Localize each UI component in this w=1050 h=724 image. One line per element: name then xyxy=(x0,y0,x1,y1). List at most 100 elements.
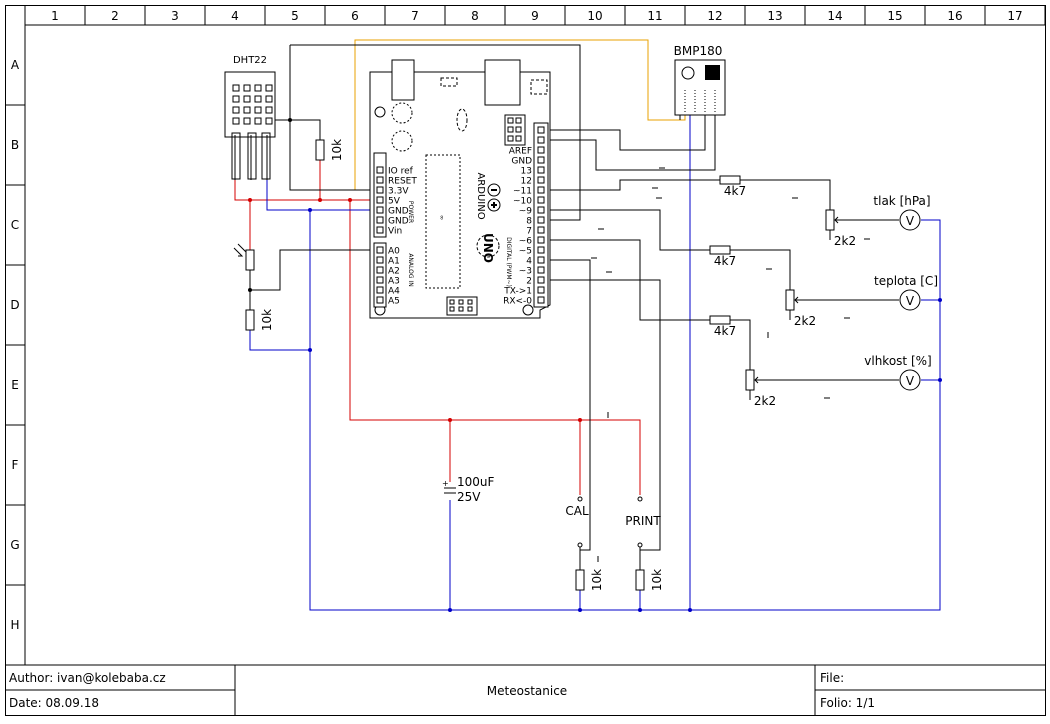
pin-label: ~10 xyxy=(513,197,532,207)
header-pin xyxy=(537,266,545,274)
header-pin xyxy=(537,256,545,264)
pin-label: GND xyxy=(388,217,409,227)
icsp2-pin xyxy=(467,306,473,312)
dht22-label: DHT22 xyxy=(233,55,267,66)
header-pin xyxy=(537,156,545,164)
resistor-dht-value: 10k xyxy=(330,139,344,161)
svg-text:2k2: 2k2 xyxy=(834,234,856,248)
pin-label: ~5 xyxy=(519,247,532,257)
wire-gnd-meters xyxy=(921,299,940,381)
outer-frame xyxy=(5,5,1046,716)
column-label: 3 xyxy=(171,9,179,23)
pin-label: GND xyxy=(511,157,532,167)
button-cal-label: CAL xyxy=(565,504,589,518)
icsp-pin xyxy=(515,126,522,133)
wire-gnd-dht xyxy=(266,160,378,211)
column-label: 11 xyxy=(647,9,662,23)
pin-label: RESET xyxy=(388,177,417,187)
row-label: F xyxy=(12,458,19,472)
wire-d6-pot xyxy=(730,319,751,370)
pin-label: ~3 xyxy=(519,267,532,277)
column-label: 9 xyxy=(531,9,539,23)
wire-d9 xyxy=(548,209,710,251)
pin-label: A3 xyxy=(388,277,400,287)
resistor-cal: 10k xyxy=(575,569,604,591)
wire-pot-ends xyxy=(749,230,831,400)
header-pin xyxy=(537,276,545,284)
header-pin xyxy=(537,216,545,224)
header-pin xyxy=(537,196,545,204)
wire-sda xyxy=(354,39,686,190)
column-label: 12 xyxy=(707,9,722,23)
icsp2-pin xyxy=(458,306,464,312)
dht22-vent xyxy=(254,117,262,125)
dht22-vent xyxy=(243,84,251,92)
pin-label: A0 xyxy=(388,247,400,257)
header-pin xyxy=(537,296,545,304)
row-label: E xyxy=(11,378,19,392)
svg-text:2k2: 2k2 xyxy=(794,314,816,328)
svg-text:4k7: 4k7 xyxy=(714,254,736,268)
resistor-dht-pullup: 10k xyxy=(315,139,344,161)
column-label: 16 xyxy=(947,9,962,23)
header-pin xyxy=(537,126,545,134)
voltmeter-2: V teplota [C] xyxy=(874,274,938,311)
pin-label: ~11 xyxy=(513,187,532,197)
column-label: 2 xyxy=(111,9,119,23)
dht22-vent xyxy=(232,95,240,103)
icsp2-pin xyxy=(458,299,464,305)
row-label: C xyxy=(11,218,19,232)
junction-dots xyxy=(248,118,942,612)
icsp-pin xyxy=(507,126,514,133)
pin-label: A1 xyxy=(388,257,400,267)
column-label: 13 xyxy=(767,9,782,23)
column-label: 15 xyxy=(887,9,902,23)
resistor-4k7-2: 4k7 xyxy=(709,245,736,268)
header-pin xyxy=(537,246,545,254)
pin-label: Vin xyxy=(388,227,402,237)
capacitor-value: 100uF xyxy=(457,475,495,489)
digital-header-label: DIGITAL (PWM~) xyxy=(505,237,512,287)
icsp2-pin xyxy=(467,299,473,305)
dht22-vent xyxy=(265,95,273,103)
wire-buttons-r xyxy=(579,545,641,570)
header-pin xyxy=(537,166,545,174)
dht22-vent xyxy=(243,106,251,114)
header-pin xyxy=(537,206,545,214)
potentiometer-1: 2k2 xyxy=(825,209,856,248)
dht22-vent xyxy=(232,117,240,125)
photoresistor xyxy=(233,243,255,271)
header-pin xyxy=(537,226,545,234)
drawing-title: Meteostanice xyxy=(487,684,567,698)
header-pin xyxy=(376,206,384,214)
file-text: File: xyxy=(820,671,844,685)
button-cal: CAL xyxy=(565,496,589,548)
arduino-model: UNO xyxy=(481,233,495,263)
row-label: A xyxy=(11,58,20,72)
row-label: B xyxy=(11,138,19,152)
wire-gnd-ldr xyxy=(249,330,310,351)
pin-label: ~6 xyxy=(519,237,533,247)
wire-dht-d8 xyxy=(290,44,581,221)
power-header-label: POWER xyxy=(407,201,414,223)
pin-label: A4 xyxy=(388,287,400,297)
header-pin xyxy=(537,286,545,294)
header-pin xyxy=(376,216,384,224)
header-pin xyxy=(376,226,384,234)
header-pin xyxy=(376,186,384,194)
resistor-ldr: 10k xyxy=(245,309,274,331)
wire-d11-pot xyxy=(740,179,831,210)
column-label: 14 xyxy=(827,9,842,23)
resistor-print-value: 10k xyxy=(650,569,664,591)
author-text: Author: ivan@kolebaba.cz xyxy=(9,671,166,685)
header-pin xyxy=(376,166,384,174)
dht22-vent xyxy=(254,95,262,103)
pin-label: 13 xyxy=(521,167,532,177)
header-pin xyxy=(376,266,384,274)
potentiometer-2: 2k2 xyxy=(785,289,816,328)
